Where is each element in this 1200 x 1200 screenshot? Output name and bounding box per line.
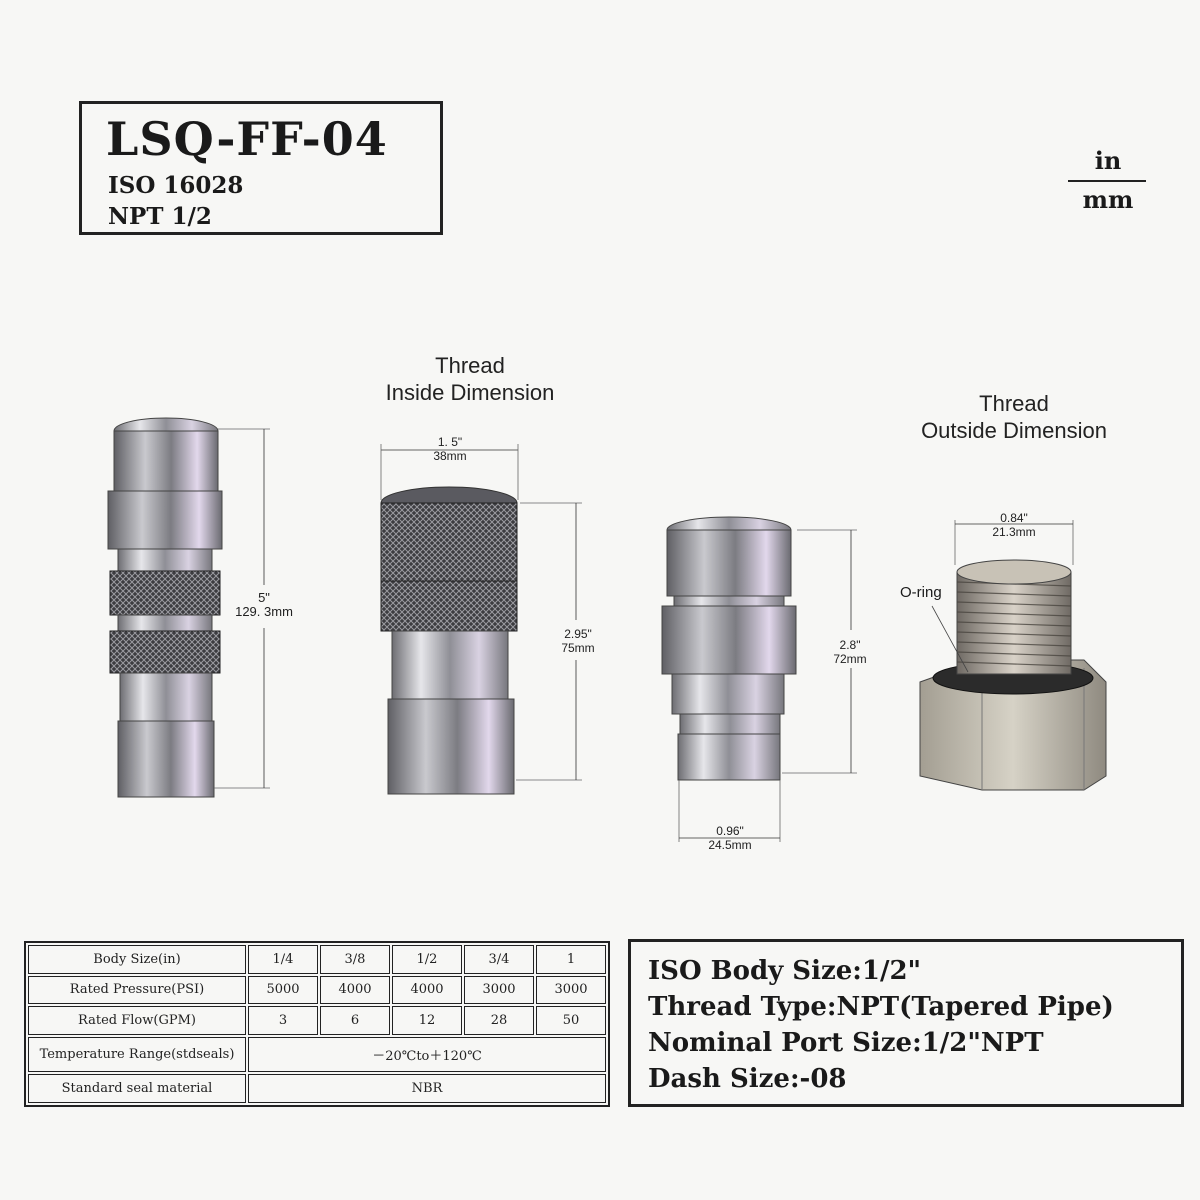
inside-label-line1: Thread xyxy=(435,353,505,378)
dim-value-in: 0.84" xyxy=(1000,511,1028,525)
dim-thread-od: 0.84" 21.3mm xyxy=(974,511,1054,539)
title-box: LSQ-FF-04 ISO 16028 NPT 1/2 xyxy=(79,101,443,235)
table-cell: 4000 xyxy=(320,975,390,1005)
dim-value-mm: 21.3mm xyxy=(992,525,1036,539)
table-cell: 28 xyxy=(464,1006,534,1035)
table-cell: 3/8 xyxy=(320,945,390,974)
dim-male-height: 2.8" 72mm xyxy=(810,638,890,666)
dim-value-mm: 24.5mm xyxy=(708,838,752,852)
table-cell: 50 xyxy=(536,1006,606,1035)
summary-port-size: Nominal Port Size:1/2"NPT xyxy=(648,1028,1044,1058)
dim-male-width: 0.96" 24.5mm xyxy=(690,824,770,852)
row-label: Standard seal material xyxy=(28,1074,246,1103)
model-number: LSQ-FF-04 xyxy=(106,112,388,166)
inside-label-line2: Inside Dimension xyxy=(385,380,555,405)
summary-body-size: ISO Body Size:1/2" xyxy=(648,956,922,986)
thread-adapter xyxy=(919,520,1107,791)
outside-dimension-label: Thread Outside Dimension xyxy=(894,390,1134,444)
row-label: Rated Flow(GPM) xyxy=(28,1006,246,1035)
dim-value-mm: 72mm xyxy=(833,652,867,666)
table-row: Standard seal material NBR xyxy=(28,1074,606,1103)
coupler-assembly xyxy=(107,417,270,798)
outside-label-line2: Outside Dimension xyxy=(921,418,1107,443)
table-cell-span: －20℃to＋120℃ xyxy=(248,1036,606,1073)
oring-label: O-ring xyxy=(900,584,942,601)
dim-female-width: 1. 5" 38mm xyxy=(410,435,490,463)
summary-thread-type: Thread Type:NPT(Tapered Pipe) xyxy=(648,992,1114,1022)
table-row: Body Size(in) 1/4 3/8 1/2 3/4 1 xyxy=(28,945,606,974)
table-row: Rated Flow(GPM) 3 6 12 28 50 xyxy=(28,1006,606,1035)
table-cell: 5000 xyxy=(248,975,318,1005)
dim-value-mm: 75mm xyxy=(561,641,595,655)
unit-mm: mm xyxy=(1082,185,1134,214)
table-cell: 3000 xyxy=(464,975,534,1005)
table-cell: 12 xyxy=(392,1006,462,1035)
spec-table: Body Size(in) 1/4 3/8 1/2 3/4 1 Rated Pr… xyxy=(24,941,610,1107)
table-cell: 4000 xyxy=(392,975,462,1005)
table-cell: 1/2 xyxy=(392,945,462,974)
male-nipple xyxy=(661,516,857,842)
row-label: Body Size(in) xyxy=(28,945,246,974)
dim-value-mm: 38mm xyxy=(433,449,467,463)
dim-value-in: 2.95" xyxy=(564,627,592,641)
table-row: Rated Pressure(PSI) 5000 4000 4000 3000 … xyxy=(28,975,606,1005)
table-cell: 3000 xyxy=(536,975,606,1005)
unit-divider xyxy=(1068,180,1146,182)
row-label: Rated Pressure(PSI) xyxy=(28,975,246,1005)
summary-dash-size: Dash Size:-08 xyxy=(648,1064,847,1094)
table-cell: 6 xyxy=(320,1006,390,1035)
inside-dimension-label: Thread Inside Dimension xyxy=(350,352,590,406)
outside-label-line1: Thread xyxy=(979,391,1049,416)
dim-value-in: 1. 5" xyxy=(437,435,463,449)
table-cell: 1 xyxy=(536,945,606,974)
dim-value-in: 2.8" xyxy=(839,638,861,652)
row-label: Temperature Range(stdseals) xyxy=(28,1036,246,1073)
dim-value-mm: 129. 3mm xyxy=(235,604,293,619)
female-coupler xyxy=(380,444,582,795)
unit-inch: in xyxy=(1094,146,1122,175)
dim-value-in: 0.96" xyxy=(716,824,744,838)
table-cell-span: NBR xyxy=(248,1074,606,1103)
dim-female-height: 2.95" 75mm xyxy=(538,627,618,655)
product-drawing xyxy=(107,417,1107,842)
summary-box: ISO Body Size:1/2" Thread Type:NPT(Taper… xyxy=(628,939,1184,1107)
table-cell: 3/4 xyxy=(464,945,534,974)
table-cell: 1/4 xyxy=(248,945,318,974)
table-row: Temperature Range(stdseals) －20℃to＋120℃ xyxy=(28,1036,606,1073)
thread-size: NPT 1/2 xyxy=(108,203,212,230)
dim-coupler-length: 5" 129. 3mm xyxy=(224,591,304,619)
table-cell: 3 xyxy=(248,1006,318,1035)
dim-value-in: 5" xyxy=(258,590,270,605)
iso-standard: ISO 16028 xyxy=(108,172,244,199)
